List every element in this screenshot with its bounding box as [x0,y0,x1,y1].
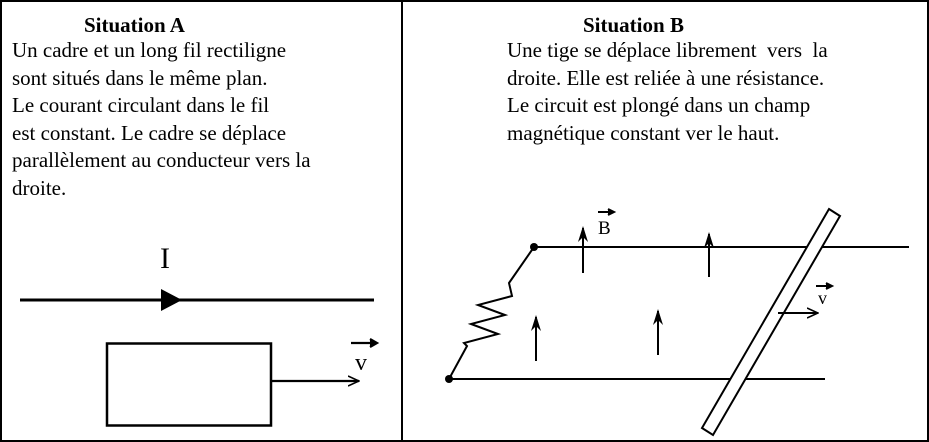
field-arrow-head [578,226,588,242]
situation-a-line: droite. [12,175,67,200]
sliding-rod [700,207,842,437]
situation-b-line: Le circuit est plongé dans un champ [507,93,811,117]
situation-b-diagram: B v [445,207,909,437]
situation-b-line: Une tige se déplace librement vers la [507,38,828,62]
situation-a-line: parallèlement au conducteur vers la [12,148,311,172]
column-divider [401,0,403,442]
upper-node [530,243,538,251]
vector-arrow-v-b [816,282,835,290]
velocity-label-a: v [355,350,367,376]
situation-a-line: sont situés dans le même plan. [12,65,268,90]
rectangular-frame [105,342,273,427]
resistor [448,246,535,380]
situation-b-line: droite. Elle est reliée à une résistance… [507,65,825,90]
field-label: B [598,218,611,239]
field-arrow-head [653,309,663,325]
field-arrow-head [704,232,714,248]
situation-a-diagram: I v [20,242,380,427]
current-direction-arrow [161,289,182,311]
vector-arrow-b [598,208,617,216]
situation-a-line: est constant. Le cadre se déplace [12,120,287,145]
situation-a-line: Un cadre et un long fil rectiligne [12,38,287,62]
situation-b-title: Situation B [583,13,684,37]
velocity-label-b: v [818,288,827,308]
situation-a-title: Situation A [84,13,185,37]
field-arrow-head [531,315,541,331]
lower-node [445,375,453,383]
vector-arrow-v-a [351,338,380,348]
current-label: I [160,242,170,275]
situation-a-line: Le courant circulant dans le fil [12,93,270,117]
situation-b-line: magnétique constant ver le haut. [507,120,780,145]
